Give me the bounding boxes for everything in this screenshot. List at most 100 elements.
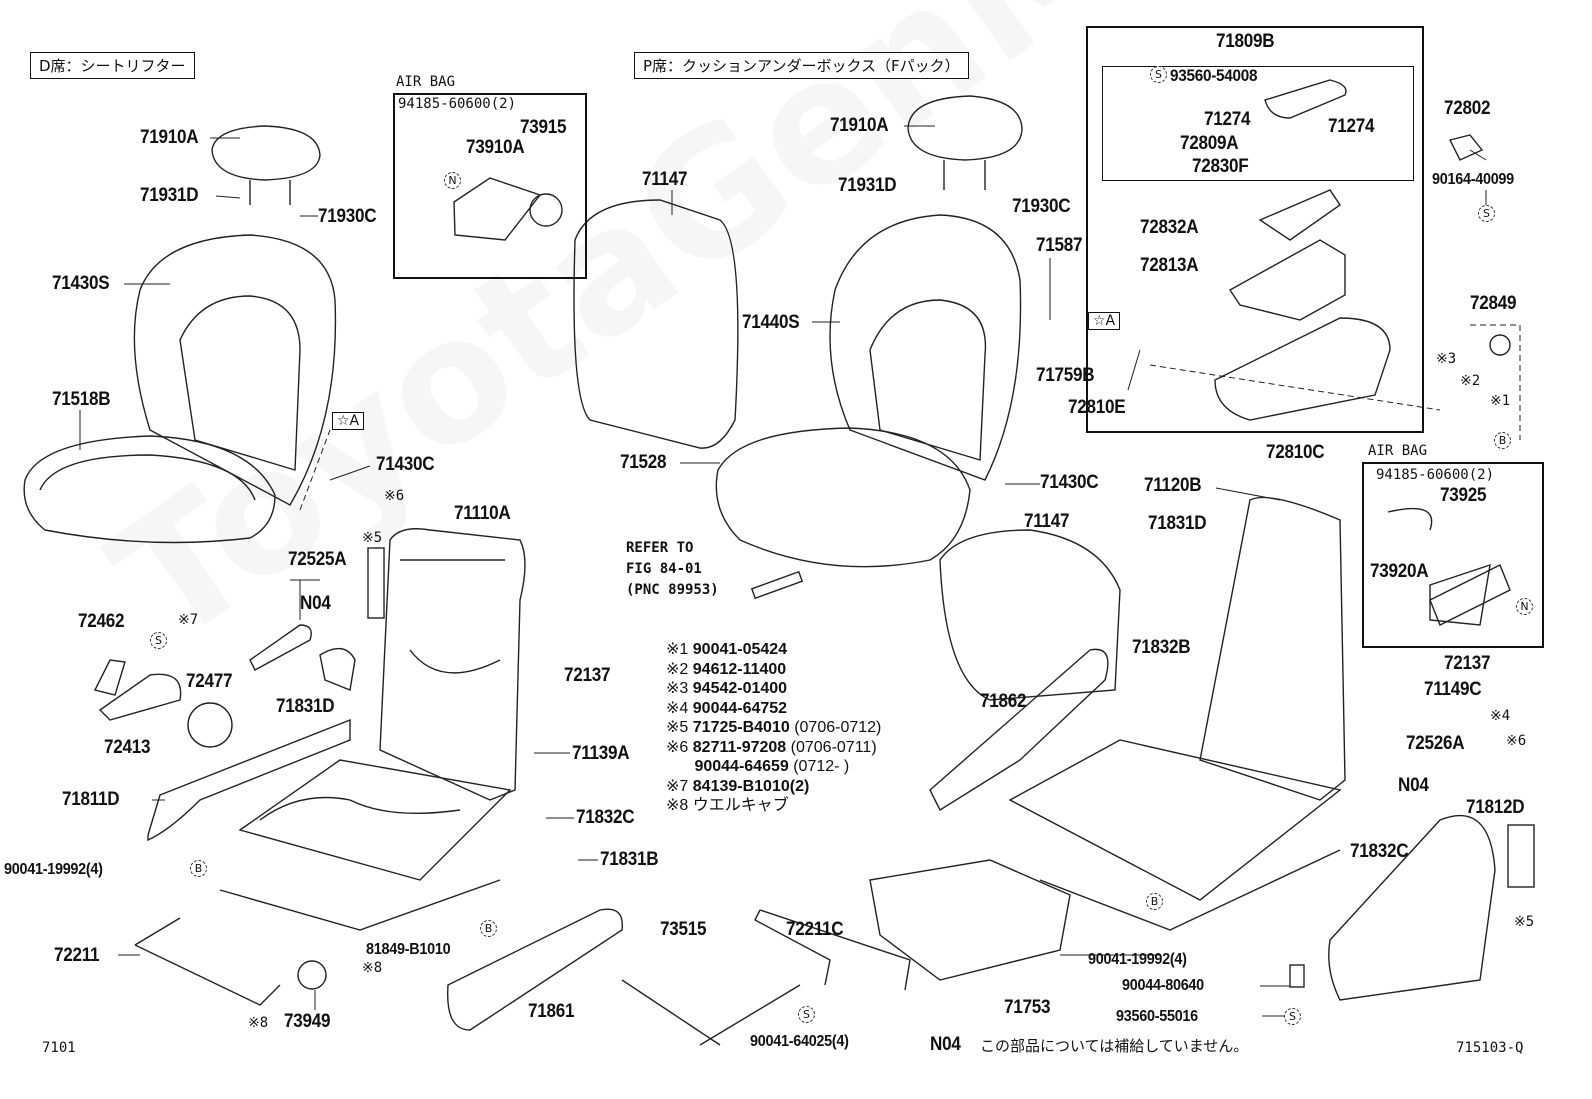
airbag-label-left: AIR BAG: [396, 74, 456, 90]
part-callout[interactable]: 71812D: [1466, 797, 1525, 818]
star-a-marker-right: ☆A: [1088, 312, 1121, 330]
part-callout[interactable]: 71811D: [62, 789, 120, 810]
part-callout: N04: [300, 593, 331, 614]
part-callout[interactable]: 81849-B1010: [366, 941, 451, 958]
part-callout[interactable]: 72137: [564, 665, 611, 686]
part-callout[interactable]: 72477: [186, 671, 233, 692]
part-callout[interactable]: 71753: [1004, 997, 1051, 1018]
part-callout[interactable]: 71120B: [1144, 475, 1202, 496]
part-callout[interactable]: 71861: [528, 1001, 575, 1022]
part-callout[interactable]: 71528: [620, 452, 667, 473]
part-callout[interactable]: 94185-60600(2): [1376, 467, 1495, 483]
part-callout[interactable]: 71930C: [318, 206, 377, 227]
part-callout[interactable]: 73925: [1440, 485, 1487, 506]
part-callout[interactable]: 71832C: [1350, 841, 1409, 862]
part-callout[interactable]: 71587: [1036, 235, 1083, 256]
part-callout[interactable]: 72462: [78, 611, 125, 632]
driver-parts: [93, 547, 624, 1031]
part-callout[interactable]: 71831B: [600, 849, 659, 870]
part-callout[interactable]: 71930C: [1012, 196, 1071, 217]
part-callout[interactable]: 72802: [1444, 98, 1491, 119]
part-callout[interactable]: 73920A: [1370, 561, 1429, 582]
part-callout[interactable]: 71147: [642, 169, 688, 190]
part-callout[interactable]: 71832C: [576, 807, 635, 828]
part-callout: ※5: [1514, 914, 1535, 930]
passenger-seat-cushion: [715, 427, 971, 568]
n-symbol: N: [1516, 598, 1533, 615]
part-callout[interactable]: 72830F: [1192, 156, 1249, 177]
part-callout[interactable]: 71831D: [276, 696, 335, 717]
part-callout[interactable]: 72810E: [1068, 397, 1126, 418]
part-callout[interactable]: 72813A: [1140, 255, 1199, 276]
n-symbol: N: [444, 172, 461, 189]
middle-seatback-board: [573, 199, 739, 449]
part-callout[interactable]: 71862: [980, 691, 1027, 712]
part-callout[interactable]: 90041-19992(4): [4, 861, 103, 878]
part-callout[interactable]: 90041-64025(4): [750, 1033, 849, 1050]
part-callout[interactable]: 71149C: [1424, 679, 1482, 700]
part-callout[interactable]: 72849: [1470, 293, 1517, 314]
console-box-parts: [453, 79, 1511, 626]
b-symbol: B: [480, 920, 497, 937]
part-callout[interactable]: 72211C: [786, 919, 844, 940]
part-callout[interactable]: 72525A: [288, 549, 347, 570]
driver-headrest: [211, 125, 321, 205]
part-callout[interactable]: 71518B: [52, 389, 111, 410]
part-callout[interactable]: 71430C: [376, 454, 435, 475]
part-callout[interactable]: 72211: [54, 945, 100, 966]
part-callout: ※6: [384, 488, 405, 504]
b-symbol: B: [1146, 893, 1163, 910]
part-callout: ※8: [362, 960, 383, 976]
part-callout: ※8: [248, 1015, 269, 1031]
part-callout[interactable]: 72526A: [1406, 733, 1465, 754]
console-lid-subbox: [1102, 66, 1414, 181]
notes-list: ※1 90041-05424 ※2 94612-11400 ※3 94542-0…: [666, 640, 881, 816]
part-callout[interactable]: 72832A: [1140, 217, 1199, 238]
passenger-seat-header: P席：クッションアンダーボックス（Fパック）: [634, 52, 969, 79]
refer-text[interactable]: FIG 84-01: [626, 561, 702, 577]
part-callout[interactable]: 90164-40099: [1432, 171, 1514, 188]
part-callout[interactable]: 71931D: [140, 185, 199, 206]
passenger-seatback: [829, 214, 1022, 481]
note-row: ※1 90041-05424: [666, 641, 788, 658]
part-callout[interactable]: 93560-54008: [1170, 66, 1258, 85]
driver-seat-header: D席：シートリフター: [30, 52, 195, 79]
part-callout[interactable]: 71430S: [52, 273, 110, 294]
part-callout[interactable]: 72809A: [1180, 133, 1239, 154]
part-callout[interactable]: 71931D: [838, 175, 897, 196]
part-callout[interactable]: 73949: [284, 1011, 331, 1032]
part-callout[interactable]: 71139A: [572, 743, 630, 764]
part-callout[interactable]: 73515: [660, 919, 707, 940]
part-callout[interactable]: 71832B: [1132, 637, 1191, 658]
refer-text: REFER TO: [626, 540, 694, 556]
part-callout[interactable]: 71831D: [1148, 513, 1207, 534]
part-callout[interactable]: 94185-60600(2): [398, 96, 517, 112]
part-callout[interactable]: 71274: [1204, 109, 1251, 130]
part-callout[interactable]: 71430C: [1040, 472, 1099, 493]
part-callout[interactable]: 71910A: [140, 127, 199, 148]
part-callout[interactable]: 73910A: [466, 137, 525, 158]
part-callout[interactable]: 90041-19992(4): [1088, 951, 1187, 968]
part-callout[interactable]: 71809B: [1216, 31, 1275, 52]
part-callout[interactable]: 72413: [104, 737, 151, 758]
part-callout[interactable]: 71147: [1024, 511, 1070, 532]
part-callout[interactable]: 71910A: [830, 115, 889, 136]
part-callout[interactable]: 90044-80640: [1122, 977, 1204, 994]
part-callout[interactable]: 93560-55016: [1116, 1008, 1198, 1025]
part-callout[interactable]: 71274: [1328, 116, 1375, 137]
part-callout[interactable]: 72810C: [1266, 442, 1325, 463]
passenger-seat-frame: [621, 496, 1535, 1046]
b-symbol: B: [190, 860, 207, 877]
part-callout[interactable]: 72137: [1444, 653, 1491, 674]
driver-seat-cushion: [23, 435, 276, 544]
part-callout[interactable]: 71110A: [454, 503, 511, 524]
part-callout[interactable]: 71759B: [1036, 365, 1095, 386]
part-callout[interactable]: 73915: [520, 117, 567, 138]
s-symbol: S: [150, 632, 167, 649]
s-symbol: S: [1478, 205, 1495, 222]
note-row: ※8 ウエルキャブ: [666, 797, 789, 814]
refer-text: (PNC 89953): [626, 582, 719, 598]
part-callout[interactable]: 71440S: [742, 312, 800, 333]
note-row: ※4 90044-64752: [666, 699, 788, 717]
